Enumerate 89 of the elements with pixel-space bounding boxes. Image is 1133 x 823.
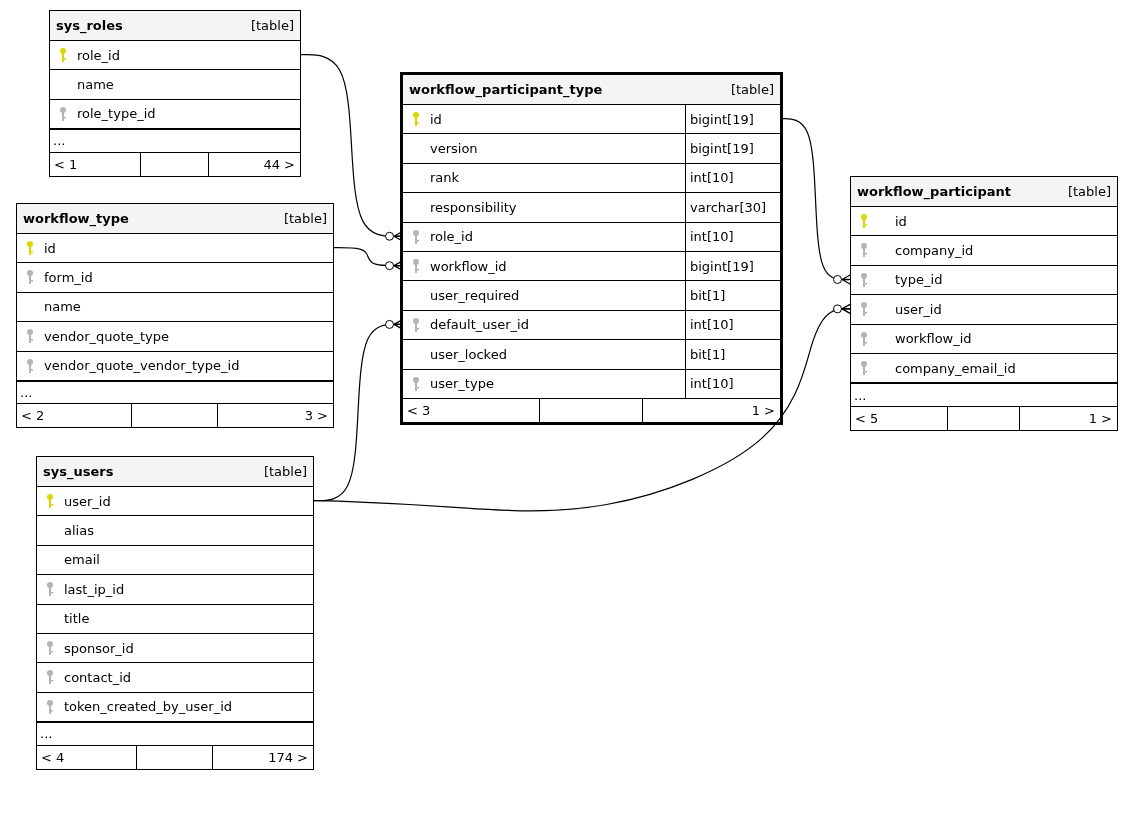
table-card <box>850 176 1118 431</box>
column-row <box>403 104 780 134</box>
table-footer <box>17 403 333 428</box>
table-footer <box>50 151 300 176</box>
column-type: bit[1] <box>685 340 780 369</box>
column-row <box>403 221 780 251</box>
column-name: id <box>895 213 908 229</box>
table-type-label: [table] <box>283 211 327 226</box>
column-type: int[10] <box>685 310 780 340</box>
table-type-label: [table] <box>263 464 307 479</box>
table-name: workflow_type <box>23 211 129 226</box>
column-name: form_id <box>44 270 94 286</box>
column-name: vendor_quote_vendor_type_id <box>44 358 241 374</box>
table-type-label: [table] <box>1067 184 1111 199</box>
column-name: sponsor_id <box>64 640 135 656</box>
column-name: title <box>64 611 91 627</box>
relationship-connector <box>312 303 852 512</box>
table-card <box>400 72 783 425</box>
column-name: email <box>64 552 101 568</box>
column-name: company_email_id <box>895 360 1017 376</box>
more-columns-row: ... <box>50 128 300 152</box>
parent-count: < 1 <box>53 155 79 174</box>
column-name: workflow_id <box>430 258 508 274</box>
column-row <box>403 162 780 193</box>
column-row <box>403 368 780 398</box>
table-type-label: [table] <box>250 18 294 33</box>
column-row <box>403 192 780 222</box>
column-name: contact_id <box>64 670 132 686</box>
column-name: company_id <box>895 243 975 259</box>
column-row <box>403 133 780 163</box>
column-name: alias <box>64 523 95 539</box>
column-type: int[10] <box>685 369 780 398</box>
column-type: bigint[19] <box>685 105 780 134</box>
column-type: bigint[19] <box>685 251 780 281</box>
child-count: 44 > <box>262 155 296 174</box>
column-name: id <box>44 240 57 256</box>
column-name: token_created_by_user_id <box>64 699 234 715</box>
child-count: 3 > <box>303 407 329 426</box>
table-type-label: [table] <box>730 82 774 97</box>
column-row <box>403 280 780 310</box>
column-name: type_id <box>895 272 944 288</box>
parent-count: < 3 <box>406 401 432 420</box>
table-name: sys_users <box>43 464 114 479</box>
column-type: int[10] <box>685 222 780 251</box>
child-count: 1 > <box>1087 409 1113 428</box>
column-name: user_id <box>64 493 112 509</box>
column-type: bit[1] <box>685 281 780 310</box>
column-name: rank <box>430 170 461 186</box>
column-row <box>403 309 780 340</box>
child-count: 1 > <box>750 401 776 420</box>
column-name: role_id <box>430 229 474 245</box>
column-name: user_type <box>430 376 495 392</box>
column-name: default_user_id <box>430 317 530 333</box>
table-card <box>16 203 334 429</box>
parent-count: < 5 <box>854 409 880 428</box>
table-name: workflow_participant <box>857 184 1011 199</box>
table-footer <box>851 405 1117 430</box>
column-name: id <box>430 111 443 127</box>
column-name: user_locked <box>430 346 508 362</box>
column-name: responsibility <box>430 199 518 215</box>
column-type: bigint[19] <box>685 134 780 163</box>
column-name: role_id <box>77 47 121 63</box>
relationship-connector <box>332 247 404 272</box>
column-row <box>403 339 780 369</box>
column-name: role_type_id <box>77 106 157 122</box>
column-name: version <box>430 141 479 157</box>
column-row <box>403 250 780 281</box>
column-name: last_ip_id <box>64 581 126 597</box>
child-count: 174 > <box>267 748 309 767</box>
column-name: user_id <box>895 301 943 317</box>
more-columns-row: ... <box>17 379 333 404</box>
column-type: int[10] <box>685 163 780 193</box>
relationship-connector <box>299 54 404 242</box>
table-name: sys_roles <box>56 18 123 33</box>
column-name: name <box>77 77 115 93</box>
more-columns-row: ... <box>851 382 1117 406</box>
column-name: user_required <box>430 288 521 304</box>
column-name: name <box>44 299 82 315</box>
column-name: workflow_id <box>895 331 973 347</box>
parent-count: < 4 <box>40 748 66 767</box>
table-footer <box>37 744 313 769</box>
more-columns-row: ... <box>37 721 313 745</box>
table-name: workflow_participant_type <box>409 82 603 97</box>
table-card <box>36 456 314 770</box>
column-name: vendor_quote_type <box>44 328 171 344</box>
table-card <box>49 10 301 177</box>
table-footer <box>403 397 780 422</box>
parent-count: < 2 <box>20 407 46 426</box>
column-type: varchar[30] <box>685 193 780 222</box>
